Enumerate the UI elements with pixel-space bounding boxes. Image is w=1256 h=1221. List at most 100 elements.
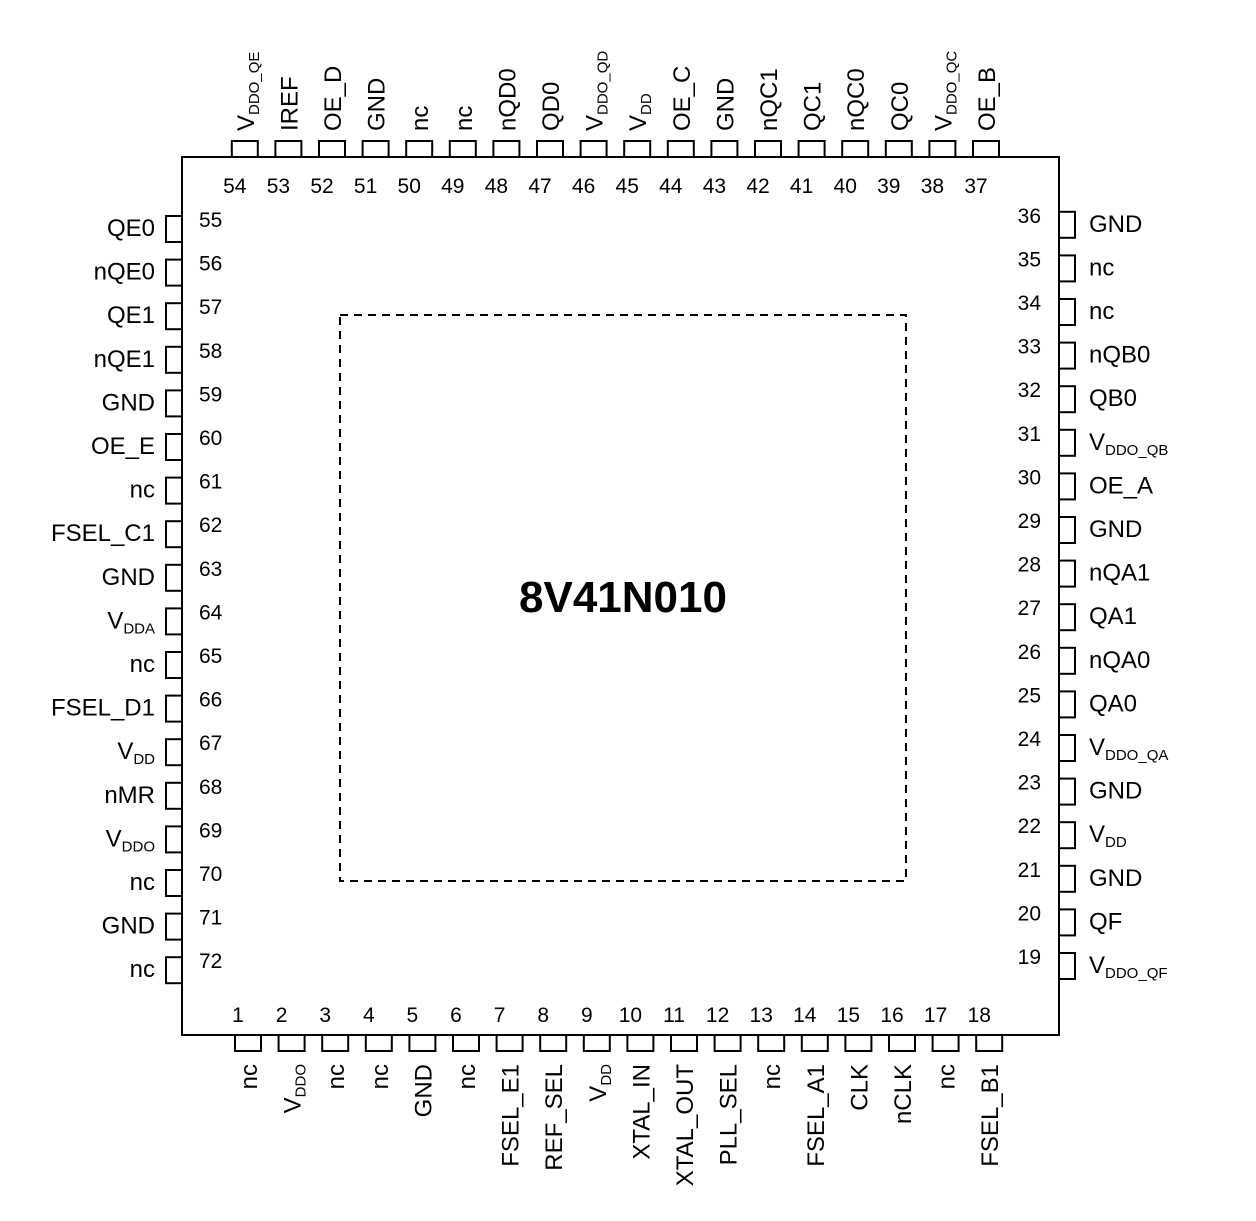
pin-55-pad [165, 215, 183, 243]
pin-32-pad [1058, 385, 1076, 414]
pin-70-pad [165, 869, 183, 897]
pin-29-number: 29 [1018, 510, 1041, 533]
pin-54-number: 54 [223, 175, 247, 198]
pin-3-number: 3 [319, 1004, 331, 1027]
pin-26-signal: nQA0 [1089, 647, 1150, 674]
pin-69-pad [165, 825, 183, 854]
pin-66-signal: FSEL_D1 [51, 695, 155, 722]
pin-33-pad [1058, 341, 1076, 370]
pin-54-signal: VDDO_QE [233, 52, 263, 131]
pin-39-pad [884, 140, 913, 158]
pin-59-signal: GND [102, 389, 155, 416]
pin-11-signal: XTAL_OUT [672, 1064, 699, 1187]
pin-36-signal: GND [1089, 211, 1142, 238]
pin-9-signal: VDD [585, 1064, 615, 1102]
pin-52-number: 52 [310, 175, 333, 198]
pin-58-signal: nQE1 [94, 346, 155, 373]
pin-40-signal: nQC0 [843, 68, 870, 131]
pin-30-signal: OE_A [1089, 472, 1153, 499]
pin-52-signal: OE_D [320, 66, 347, 131]
pin-8-number: 8 [537, 1004, 549, 1027]
pin-51-pad [361, 140, 390, 158]
pin-38-signal: VDDO_QC [930, 51, 960, 131]
pin-58-pad [165, 345, 183, 374]
pin-19-number: 19 [1018, 946, 1041, 969]
pin-6-pad [452, 1034, 480, 1052]
pin-6-signal: nc [454, 1064, 481, 1089]
pin-4-number: 4 [363, 1004, 375, 1027]
pin-46-number: 46 [572, 175, 595, 198]
pin-2-number: 2 [276, 1004, 288, 1027]
pin-35-pad [1058, 254, 1076, 283]
pin-13-pad [757, 1034, 786, 1052]
pin-7-signal: FSEL_E1 [498, 1064, 525, 1167]
pin-27-signal: QA1 [1089, 603, 1137, 630]
pin-14-pad [800, 1034, 829, 1052]
pin-44-signal: OE_C [669, 66, 696, 131]
pin-47-pad [536, 140, 564, 158]
pin-33-number: 33 [1018, 336, 1041, 359]
pin-41-signal: QC1 [800, 82, 827, 131]
pin-37-signal: OE_B [974, 67, 1001, 131]
pin-52-pad [318, 140, 346, 158]
pin-60-number: 60 [199, 427, 222, 450]
pin-1-pad [234, 1034, 262, 1052]
pin-15-pad [844, 1034, 873, 1052]
pin-16-number: 16 [880, 1004, 903, 1027]
pin-72-signal: nc [130, 956, 155, 983]
pin-8-signal: REF_SEL [541, 1064, 568, 1171]
pin-56-number: 56 [199, 253, 222, 276]
pin-39-number: 39 [877, 175, 900, 198]
pin-12-number: 12 [706, 1004, 729, 1027]
pin-24-number: 24 [1018, 728, 1042, 751]
pin-71-pad [165, 912, 183, 941]
pin-20-number: 20 [1018, 902, 1041, 925]
pin-34-number: 34 [1018, 292, 1042, 315]
pin-69-number: 69 [199, 819, 222, 842]
pin-40-pad [841, 140, 870, 158]
package-body [181, 156, 1060, 1036]
pin-29-signal: GND [1089, 516, 1142, 543]
pin-32-signal: QB0 [1089, 385, 1137, 412]
pin-50-signal: nc [407, 106, 434, 131]
pin-19-pad [1058, 952, 1076, 980]
pin-10-pad [626, 1034, 655, 1052]
pin-24-signal: VDDO_QA [1089, 734, 1168, 764]
pin-58-number: 58 [199, 340, 222, 363]
pin-32-number: 32 [1018, 379, 1041, 402]
pin-14-number: 14 [793, 1004, 817, 1027]
pin-18-number: 18 [968, 1004, 991, 1027]
pin-62-pad [165, 520, 183, 549]
pin-59-number: 59 [199, 383, 222, 406]
pin-60-signal: OE_E [91, 433, 155, 460]
pin-28-number: 28 [1018, 554, 1041, 577]
pin-28-signal: nQA1 [1089, 560, 1150, 587]
pin-70-signal: nc [130, 869, 155, 896]
pin-37-number: 37 [964, 175, 987, 198]
pin-70-number: 70 [199, 863, 222, 886]
pin-35-number: 35 [1018, 248, 1041, 271]
pin-21-pad [1058, 864, 1076, 893]
pin-66-number: 66 [199, 689, 222, 712]
pin-53-pad [274, 140, 303, 158]
pin-64-pad [165, 607, 183, 636]
pin-15-signal: CLK [846, 1064, 873, 1111]
pin-25-number: 25 [1018, 684, 1041, 707]
pin-49-pad [448, 140, 477, 158]
pin-42-signal: nQC1 [756, 68, 783, 131]
pin-30-number: 30 [1018, 466, 1041, 489]
pin-23-pad [1058, 777, 1076, 806]
pin-60-pad [165, 433, 183, 461]
pin-43-number: 43 [703, 175, 726, 198]
pin-67-number: 67 [199, 732, 222, 755]
pin-51-signal: GND [364, 78, 391, 131]
pin-17-signal: nc [934, 1064, 961, 1089]
pin-44-number: 44 [659, 175, 683, 198]
pin-20-signal: QF [1089, 908, 1122, 935]
pin-59-pad [165, 389, 183, 418]
pin-49-number: 49 [441, 175, 464, 198]
pin-40-number: 40 [834, 175, 857, 198]
pin-53-signal: IREF [276, 76, 303, 131]
pin-47-signal: QD0 [538, 82, 565, 131]
pin-5-pad [408, 1034, 437, 1052]
